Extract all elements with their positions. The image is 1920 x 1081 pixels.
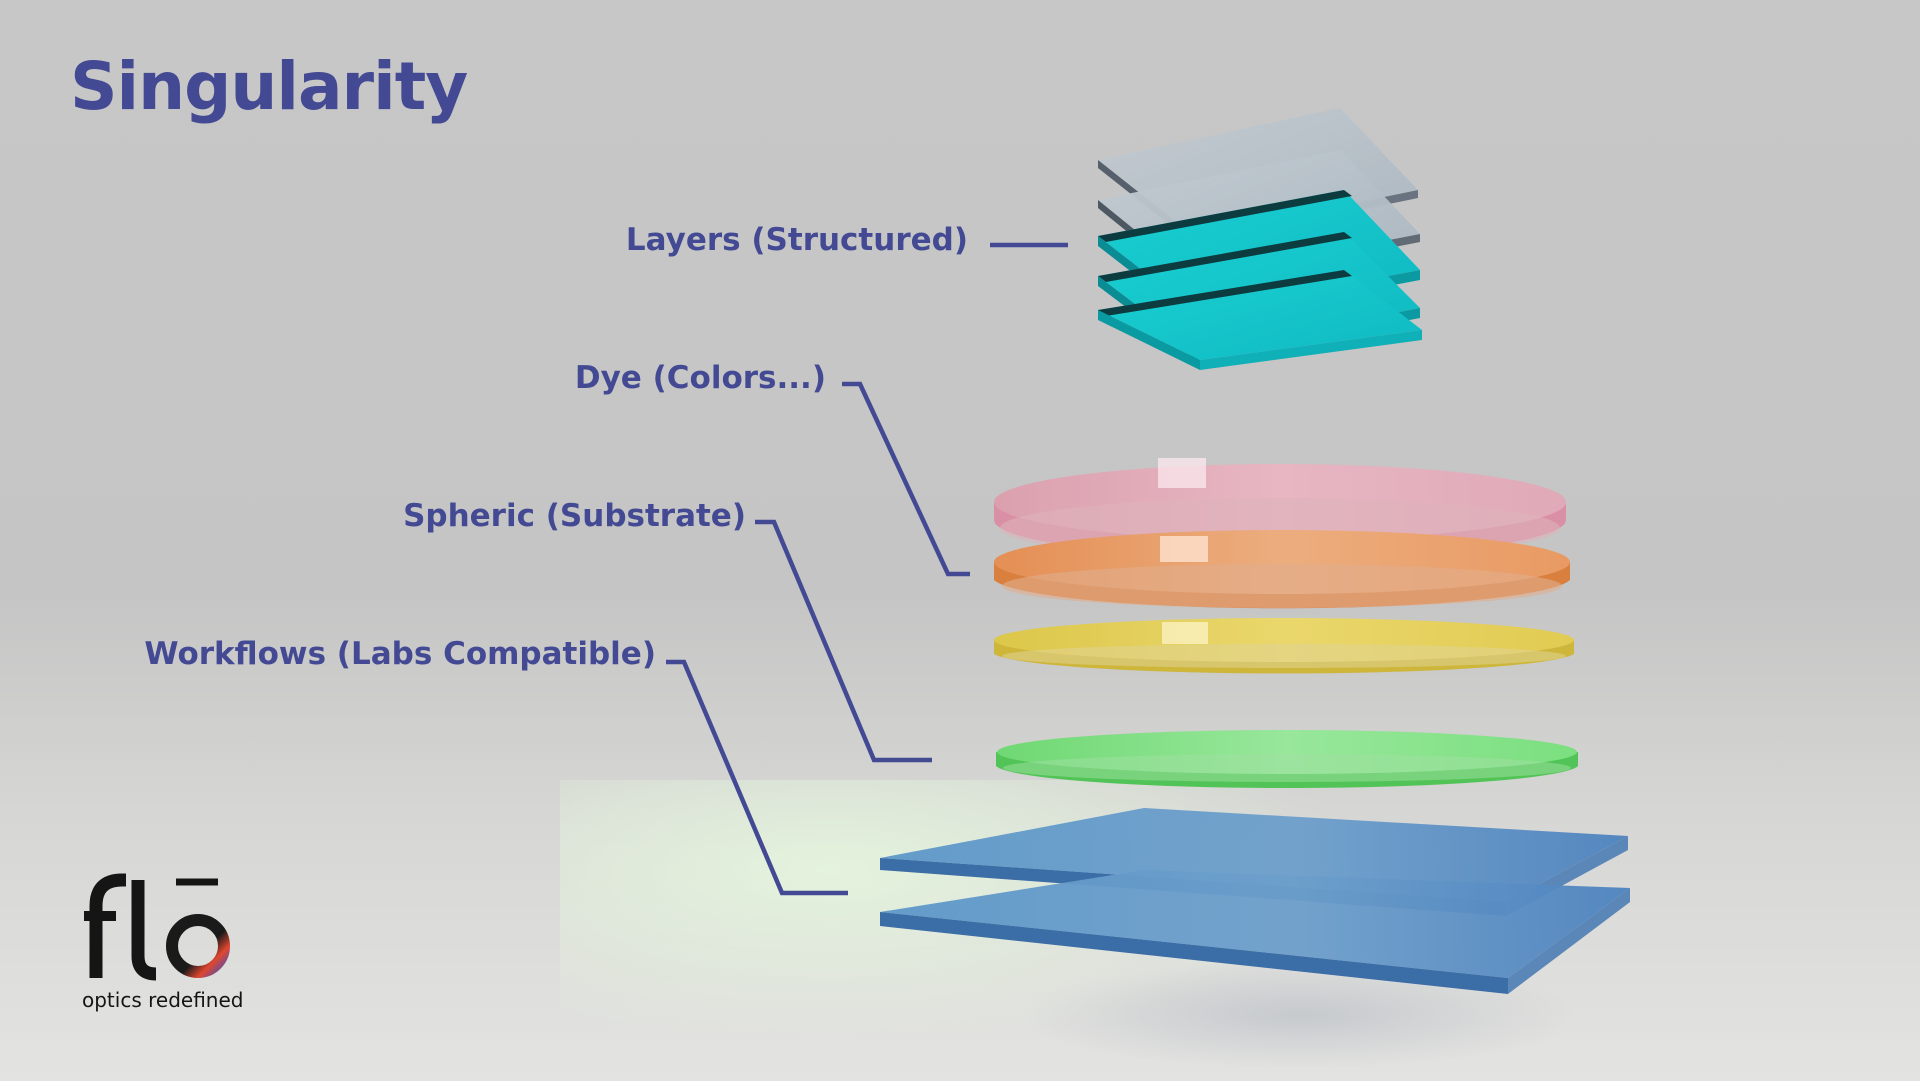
label-workflows: Workflows (Labs Compatible): [144, 636, 656, 672]
structured-layer-stack: [1098, 108, 1422, 370]
label-dye: Dye (Colors...): [574, 360, 826, 396]
leader-line-workflows: [666, 659, 848, 896]
dye-disc-orange: [994, 530, 1570, 609]
workflow-plate-lower: [880, 870, 1630, 994]
spheric-substrate-disc: [996, 730, 1578, 789]
label-layers: Layers (Structured): [625, 222, 968, 258]
dye-disc-yellow: [994, 618, 1574, 674]
label-spheric: Spheric (Substrate): [403, 498, 746, 534]
leader-line-dye: [842, 381, 970, 577]
flo-logo-icon: [84, 873, 230, 981]
structured-layer-5: [1098, 270, 1422, 370]
leader-line-spheric: [755, 519, 932, 763]
brand-logo: optics redefined: [82, 860, 252, 1020]
brand-tagline: optics redefined: [82, 988, 244, 1012]
page-title: Singularity: [70, 48, 468, 125]
